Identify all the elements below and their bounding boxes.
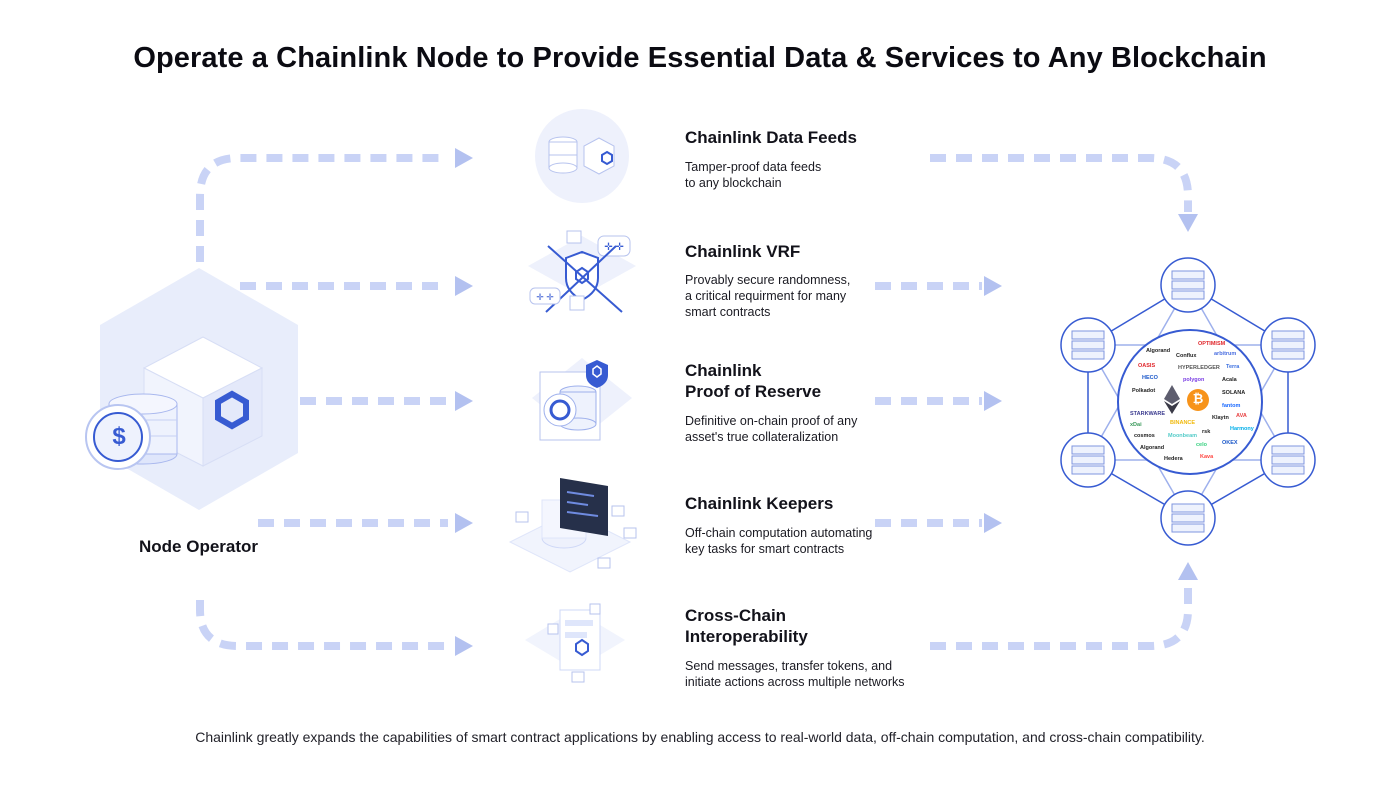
arrowhead — [455, 276, 473, 296]
svg-text:✛ ✛: ✛ ✛ — [536, 292, 554, 302]
blockchain-logo-label: Acala — [1222, 377, 1238, 383]
blockchain-logo-label: HYPERLEDGER — [1178, 365, 1220, 371]
desc-line: to any blockchain — [685, 176, 782, 190]
blockchain-logo-label: cosmos — [1134, 433, 1155, 439]
blockchain-logo-label: arbitrum — [1214, 351, 1236, 357]
cross-chain-title: Cross-Chain Interoperability — [685, 605, 808, 647]
keepers-desc: Off-chain computation automating key tas… — [685, 525, 945, 557]
blockchain-logo-label: Algorand — [1140, 445, 1164, 451]
server-nodes — [1060, 257, 1316, 546]
btc-symbol: ₿ — [1192, 392, 1204, 407]
blockchain-logo-label: xDai — [1130, 422, 1142, 428]
blockchain-logo-label: OPTIMISM — [1198, 341, 1226, 347]
cross-chain-desc: Send messages, transfer tokens, and init… — [685, 658, 945, 690]
bitcoin-icon — [1187, 389, 1209, 411]
flow-arrows-right — [875, 154, 1192, 650]
cross-chain-icon — [525, 603, 625, 683]
arrowhead — [455, 391, 473, 411]
desc-line: initiate actions across multiple network… — [685, 675, 905, 689]
desc-line: Definitive on-chain proof of any — [685, 414, 858, 428]
blockchain-logo-label: Conflux — [1176, 353, 1197, 359]
arrow-path-data-feeds — [196, 154, 448, 262]
blockchain-logo-label: polygon — [1183, 377, 1205, 383]
blockchain-logo-label: rsk — [1202, 429, 1211, 435]
footer-caption: Chainlink greatly expands the capabiliti… — [195, 729, 1205, 745]
arrowhead — [455, 513, 473, 533]
proof-of-reserve-icon — [532, 358, 632, 441]
blockchain-logo-label: OKEX — [1222, 440, 1238, 446]
arrow-heads-right — [984, 214, 1198, 580]
blockchain-logo-label: HECO — [1142, 375, 1159, 381]
dollar-icon: $ — [112, 423, 126, 450]
coin-stack-icon — [85, 393, 178, 470]
blockchain-logo-label: Hedera — [1164, 456, 1184, 462]
arrowhead — [984, 391, 1002, 411]
blockchain-logo-label: Moonbeam — [1168, 433, 1197, 439]
keepers-title: Chainlink Keepers — [685, 494, 834, 513]
arrow-heads-left — [455, 148, 473, 656]
arrowhead — [455, 636, 473, 656]
vrf-title: Chainlink VRF — [685, 242, 801, 261]
arrowhead — [455, 148, 473, 168]
desc-line: a critical requirment for many — [685, 289, 847, 303]
blockchain-logo-label: AVA — [1236, 413, 1247, 419]
server-icon — [1060, 317, 1116, 373]
arrowhead — [984, 513, 1002, 533]
server-icon — [1260, 317, 1316, 373]
blockchain-logo-label: BINANCE — [1170, 420, 1195, 426]
data-feeds-icon — [535, 109, 629, 203]
blockchain-logo-label: STARKWARE — [1130, 411, 1165, 417]
vrf-icon: ✛ ✛ ✛ ✛ — [528, 230, 636, 313]
desc-line: smart contracts — [685, 305, 771, 319]
title-line: Proof of Reserve — [685, 382, 822, 401]
proof-of-reserve-title: Chainlink Proof of Reserve — [685, 360, 821, 402]
arrow-path-cross-chain — [196, 600, 448, 650]
vrf-desc: Provably secure randomness, a critical r… — [685, 272, 945, 320]
blockchain-logo-label: OASIS — [1138, 363, 1155, 369]
title-line: Interoperability — [685, 627, 808, 646]
keepers-icon — [508, 478, 637, 573]
arrowhead — [1178, 562, 1198, 580]
desc-line: key tasks for smart contracts — [685, 542, 845, 556]
blockchain-logo-label: SOLANA — [1222, 390, 1245, 396]
data-feeds-desc: Tamper-proof data feeds to any blockchai… — [685, 159, 945, 191]
proof-of-reserve-desc: Definitive on-chain proof of any asset's… — [685, 413, 945, 445]
arrowhead — [1178, 214, 1198, 232]
node-operator-illustration — [85, 268, 298, 510]
desc-line: Send messages, transfer tokens, and — [685, 659, 893, 673]
arrowhead — [984, 276, 1002, 296]
blockchain-logo-label: Polkadot — [1132, 388, 1155, 394]
title-line: Cross-Chain — [685, 606, 787, 625]
blockchain-logo-label: Harmony — [1230, 426, 1255, 432]
page-title: Operate a Chainlink Node to Provide Esse… — [133, 42, 1267, 74]
server-icon — [1160, 490, 1216, 546]
server-icon — [1160, 257, 1216, 313]
blockchain-logo-label: Klaytn — [1212, 415, 1229, 421]
desc-line: Provably secure randomness, — [685, 273, 851, 287]
blockchain-logo-label: Kava — [1200, 454, 1214, 460]
desc-line: asset's true collateralization — [685, 430, 839, 444]
server-icon — [1060, 432, 1116, 488]
blockchain-logo-label: celo — [1196, 442, 1208, 448]
flow-arrows-left — [196, 154, 448, 650]
server-icon — [1260, 432, 1316, 488]
desc-line: Tamper-proof data feeds — [685, 160, 822, 174]
arrow-path-to-network-top — [930, 154, 1192, 212]
blockchain-logo-label: fantom — [1222, 403, 1240, 409]
data-feeds-title: Chainlink Data Feeds — [685, 128, 857, 147]
node-operator-label: Node Operator — [139, 537, 259, 556]
ethereum-icon — [1164, 385, 1180, 414]
arrow-path-to-network-bottom — [930, 588, 1192, 650]
blockchain-logo-label: Terra — [1226, 364, 1240, 370]
title-line: Chainlink — [685, 361, 762, 380]
blockchain-logo-label: Algorand — [1146, 348, 1170, 354]
desc-line: Off-chain computation automating — [685, 526, 873, 540]
chainlink-logo-icon — [215, 390, 249, 430]
